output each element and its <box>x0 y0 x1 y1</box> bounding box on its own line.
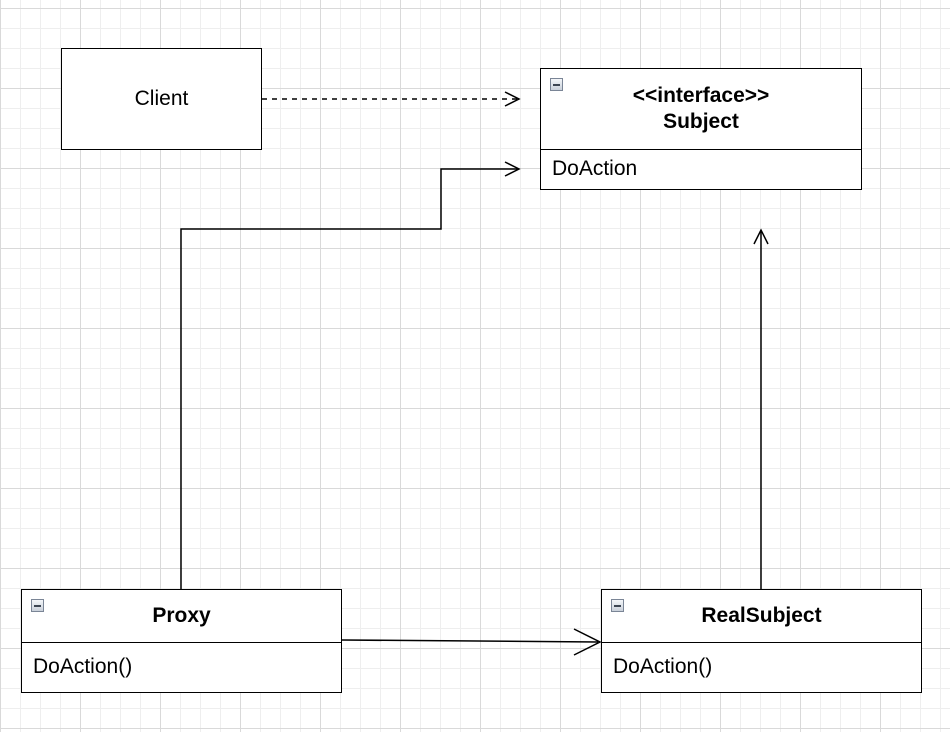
open-arrowhead-icon <box>573 628 602 656</box>
proxy-to-realsubject-association[interactable] <box>341 628 602 656</box>
realsubject-name: RealSubject <box>701 604 822 627</box>
realsubject-class[interactable]: RealSubject DoAction() <box>601 589 922 693</box>
open-arrowhead-icon <box>504 91 521 107</box>
proxy-class[interactable]: Proxy DoAction() <box>21 589 342 693</box>
subject-stereotype: <<interface>> <box>632 84 770 107</box>
subject-members: DoAction <box>541 150 861 188</box>
proxy-member: DoAction() <box>33 655 133 678</box>
open-arrowhead-icon <box>753 228 769 245</box>
realsubject-members: DoAction() <box>602 643 921 691</box>
proxy-to-subject-association[interactable] <box>180 161 521 589</box>
proxy-name: Proxy <box>152 604 211 627</box>
subject-interface-class[interactable]: <<interface>> Subject DoAction <box>540 68 862 190</box>
client-to-subject-dependency[interactable] <box>262 91 521 107</box>
realsubject-header: RealSubject <box>602 590 921 643</box>
realsubject-to-subject-association[interactable] <box>753 228 769 589</box>
collapse-icon[interactable] <box>550 78 563 91</box>
collapse-icon[interactable] <box>611 599 624 612</box>
open-arrowhead-icon <box>504 161 521 177</box>
realsubject-member: DoAction() <box>613 655 713 678</box>
subject-member: DoAction <box>552 157 638 180</box>
proxy-members: DoAction() <box>22 643 341 691</box>
subject-name: Subject <box>663 110 739 133</box>
subject-header: <<interface>> Subject <box>541 69 861 150</box>
collapse-icon[interactable] <box>31 599 44 612</box>
client-label: Client <box>134 87 189 110</box>
client-box[interactable]: Client <box>61 48 262 150</box>
proxy-header: Proxy <box>22 590 341 643</box>
